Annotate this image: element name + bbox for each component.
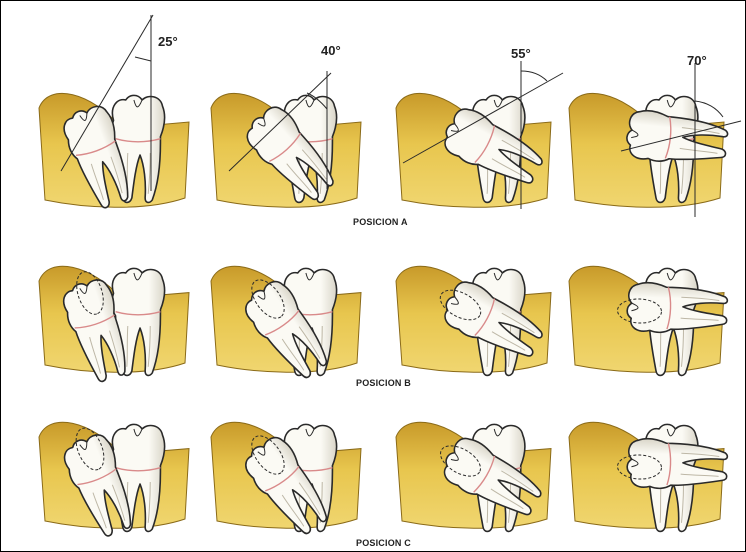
panel-a-2 [211, 93, 361, 207]
panel-a-1 [39, 93, 189, 212]
row-label-b: POSICION B [356, 378, 411, 388]
row-label-a: POSICION A [353, 217, 408, 227]
row-label-c: POSICION C [356, 538, 411, 548]
angle-label-70: 70° [687, 53, 707, 68]
panel-b-3 [396, 266, 551, 375]
panel-c-3 [396, 422, 551, 531]
angle-arc [695, 101, 723, 117]
angle-label-25: 25° [158, 34, 178, 49]
angle-label-55: 55° [511, 46, 531, 61]
row-c [39, 422, 728, 541]
panel-b-2 [211, 266, 361, 385]
row-a [39, 93, 729, 212]
panel-c-4 [569, 422, 728, 531]
panel-b-4 [569, 266, 728, 375]
angle-arc [521, 71, 547, 81]
panel-b-1 [39, 266, 189, 385]
panel-a-3 [396, 93, 551, 207]
row-b [39, 266, 728, 385]
panel-c-1 [39, 422, 189, 541]
angle-arc [135, 57, 151, 61]
panel-a-4 [569, 93, 729, 207]
panel-c-2 [211, 422, 361, 541]
angle-label-40: 40° [321, 43, 341, 58]
